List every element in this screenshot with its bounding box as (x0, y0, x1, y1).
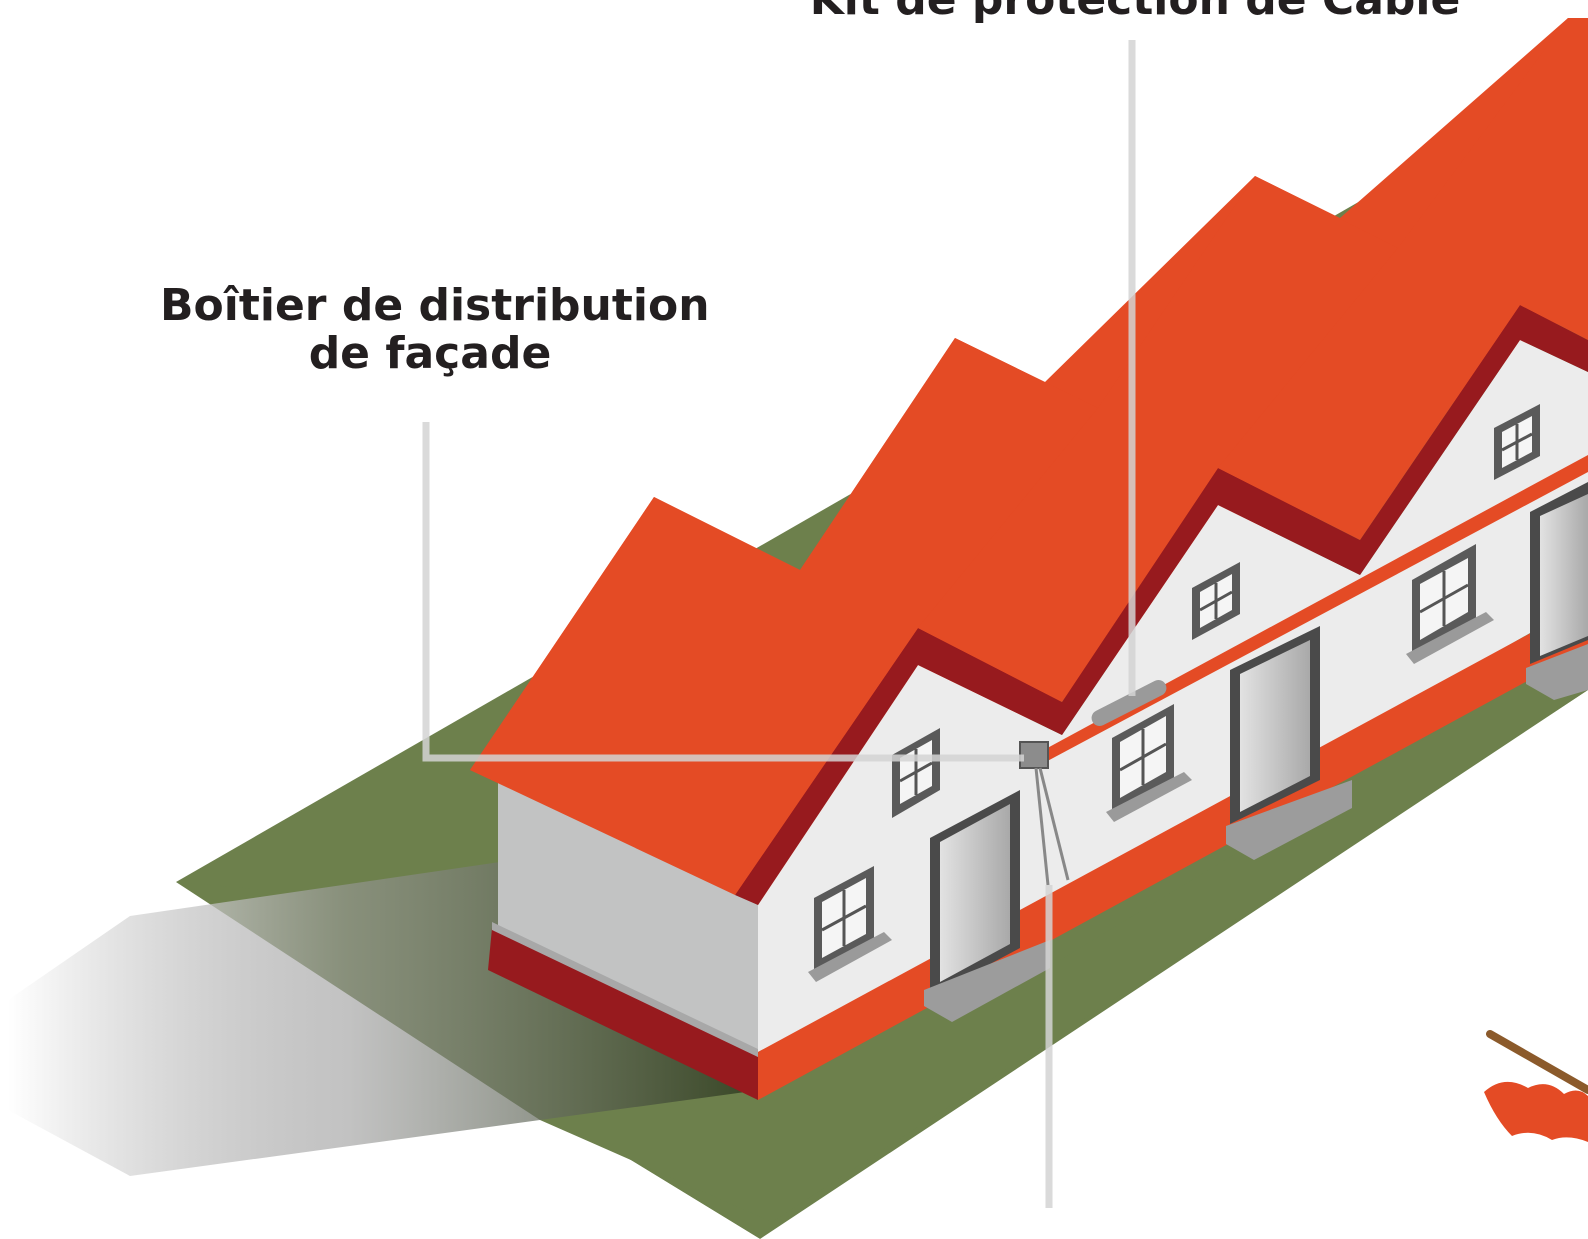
cable-reel-icon (1484, 1030, 1588, 1142)
window-2 (808, 866, 892, 982)
window-6 (1494, 404, 1540, 480)
roof-front-2 (918, 176, 1398, 702)
label-distribution-box: Boîtier de distribution de façade (160, 280, 710, 379)
drop-cable-b (1038, 767, 1070, 881)
label-distribution-box-line2: de façade (308, 328, 552, 379)
window-3 (1106, 704, 1192, 822)
plinth-left (488, 928, 758, 1100)
leader-line-box (422, 422, 1024, 762)
cable-protection-strip (1040, 455, 1588, 765)
window-5 (1406, 544, 1494, 664)
gable-end-wall (498, 780, 758, 1052)
label-cable-protection-kit: Kit de protection de Câble (800, 0, 1470, 24)
cable-protection-kit (1091, 680, 1167, 726)
label-distribution-box-line1: Boîtier de distribution (160, 280, 710, 331)
roof-front-3 (1218, 18, 1588, 540)
window-4 (1192, 562, 1240, 640)
door-2 (1226, 626, 1352, 860)
drop-cable-a (1034, 767, 1050, 886)
roof-edge-1 (735, 305, 1588, 905)
door-3 (1526, 482, 1588, 700)
plinth-left-top (492, 922, 760, 1058)
facade-distribution-box (1019, 741, 1049, 769)
door-1 (924, 790, 1050, 1022)
